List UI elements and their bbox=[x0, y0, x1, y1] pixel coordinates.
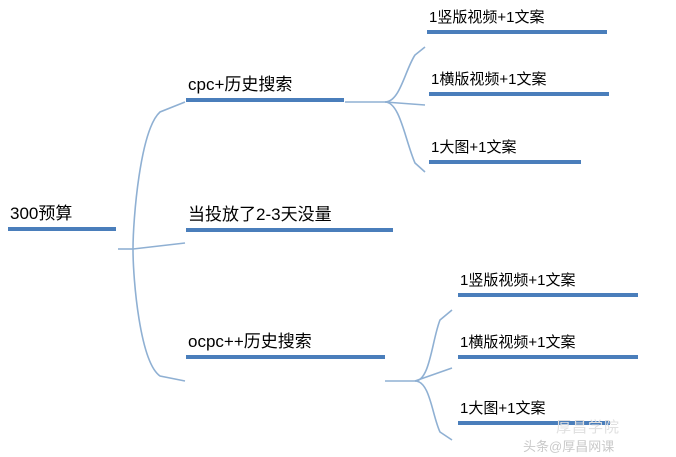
node-root-underline bbox=[8, 226, 116, 231]
watermark-bottom-right: 头条@厚昌网课 bbox=[523, 439, 615, 454]
node-branch-ocpc-label: ocpc++历史搜索 bbox=[188, 332, 312, 351]
node-leaf-ocpc-horizontal-video-underline bbox=[458, 354, 638, 359]
node-branch-no-traffic-label: 当投放了2-3天没量 bbox=[188, 205, 332, 224]
node-leaf-ocpc-horizontal-video-label: 1横版视频+1文案 bbox=[460, 334, 576, 351]
node-leaf-ocpc-vertical-video-label: 1竖版视频+1文案 bbox=[460, 272, 576, 289]
watermark-faint: 厚昌学院 bbox=[556, 419, 621, 436]
node-branch-cpc-underline bbox=[186, 97, 344, 102]
node-leaf-cpc-horizontal-video[interactable]: 1横版视频+1文案 bbox=[429, 71, 609, 96]
node-leaf-cpc-big-image[interactable]: 1大图+1文案 bbox=[429, 139, 581, 164]
node-leaf-cpc-horizontal-video-label: 1横版视频+1文案 bbox=[431, 71, 547, 88]
node-branch-cpc-label: cpc+历史搜索 bbox=[188, 75, 293, 94]
node-leaf-ocpc-big-image-label: 1大图+1文案 bbox=[460, 400, 546, 417]
node-leaf-cpc-big-image-underline bbox=[429, 159, 581, 164]
node-leaf-ocpc-vertical-video[interactable]: 1竖版视频+1文案 bbox=[458, 272, 638, 297]
node-leaf-cpc-horizontal-video-underline bbox=[429, 91, 609, 96]
node-leaf-cpc-vertical-video-label: 1竖版视频+1文案 bbox=[429, 9, 545, 26]
node-branch-ocpc[interactable]: ocpc++历史搜索 bbox=[186, 332, 385, 359]
node-leaf-ocpc-big-image-underline bbox=[458, 420, 610, 425]
node-branch-cpc[interactable]: cpc+历史搜索 bbox=[186, 75, 344, 102]
node-leaf-ocpc-big-image[interactable]: 1大图+1文案 bbox=[458, 400, 610, 425]
node-leaf-cpc-vertical-video[interactable]: 1竖版视频+1文案 bbox=[427, 9, 607, 34]
node-branch-ocpc-underline bbox=[186, 354, 385, 359]
node-branch-no-traffic[interactable]: 当投放了2-3天没量 bbox=[186, 205, 393, 232]
node-leaf-ocpc-vertical-video-underline bbox=[458, 292, 638, 297]
node-leaf-ocpc-horizontal-video[interactable]: 1横版视频+1文案 bbox=[458, 334, 638, 359]
node-root[interactable]: 300预算 bbox=[8, 204, 116, 231]
node-branch-no-traffic-underline bbox=[186, 227, 393, 232]
node-root-label: 300预算 bbox=[10, 204, 73, 223]
node-leaf-cpc-big-image-label: 1大图+1文案 bbox=[431, 139, 517, 156]
node-leaf-cpc-vertical-video-underline bbox=[427, 29, 607, 34]
